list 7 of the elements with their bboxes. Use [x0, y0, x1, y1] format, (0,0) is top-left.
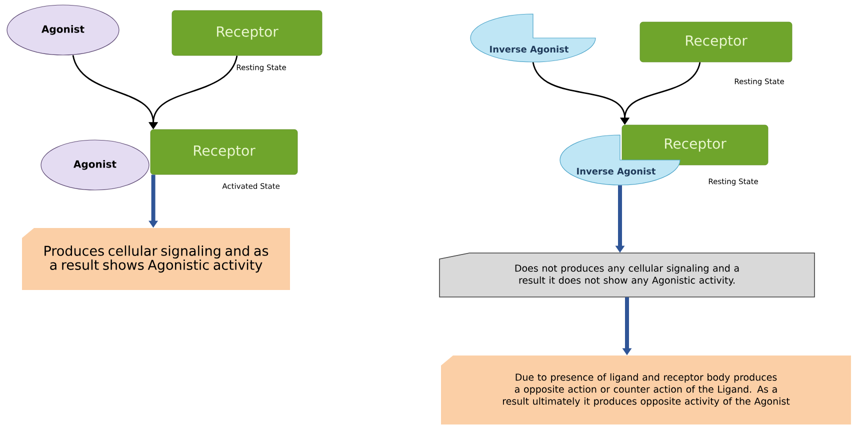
result-box: Produces cellular signaling and as a result shows Agonistic activity — [22, 228, 290, 290]
result-box: Does not produces any cellular signaling and a result it does not show any Agonistic activity. — [439, 252, 815, 298]
receptor-box: Receptor — [622, 124, 768, 166]
result-box: Due to presence of ligand and receptor body produces a opposite action or counter action of the Ligand. As a result ultimately it produces opposite activity of the Agonist — [441, 356, 851, 424]
receptor-box: Receptor — [640, 22, 792, 62]
receptor-box: Receptor — [150, 129, 298, 175]
receptor-box: Receptor — [172, 10, 322, 56]
